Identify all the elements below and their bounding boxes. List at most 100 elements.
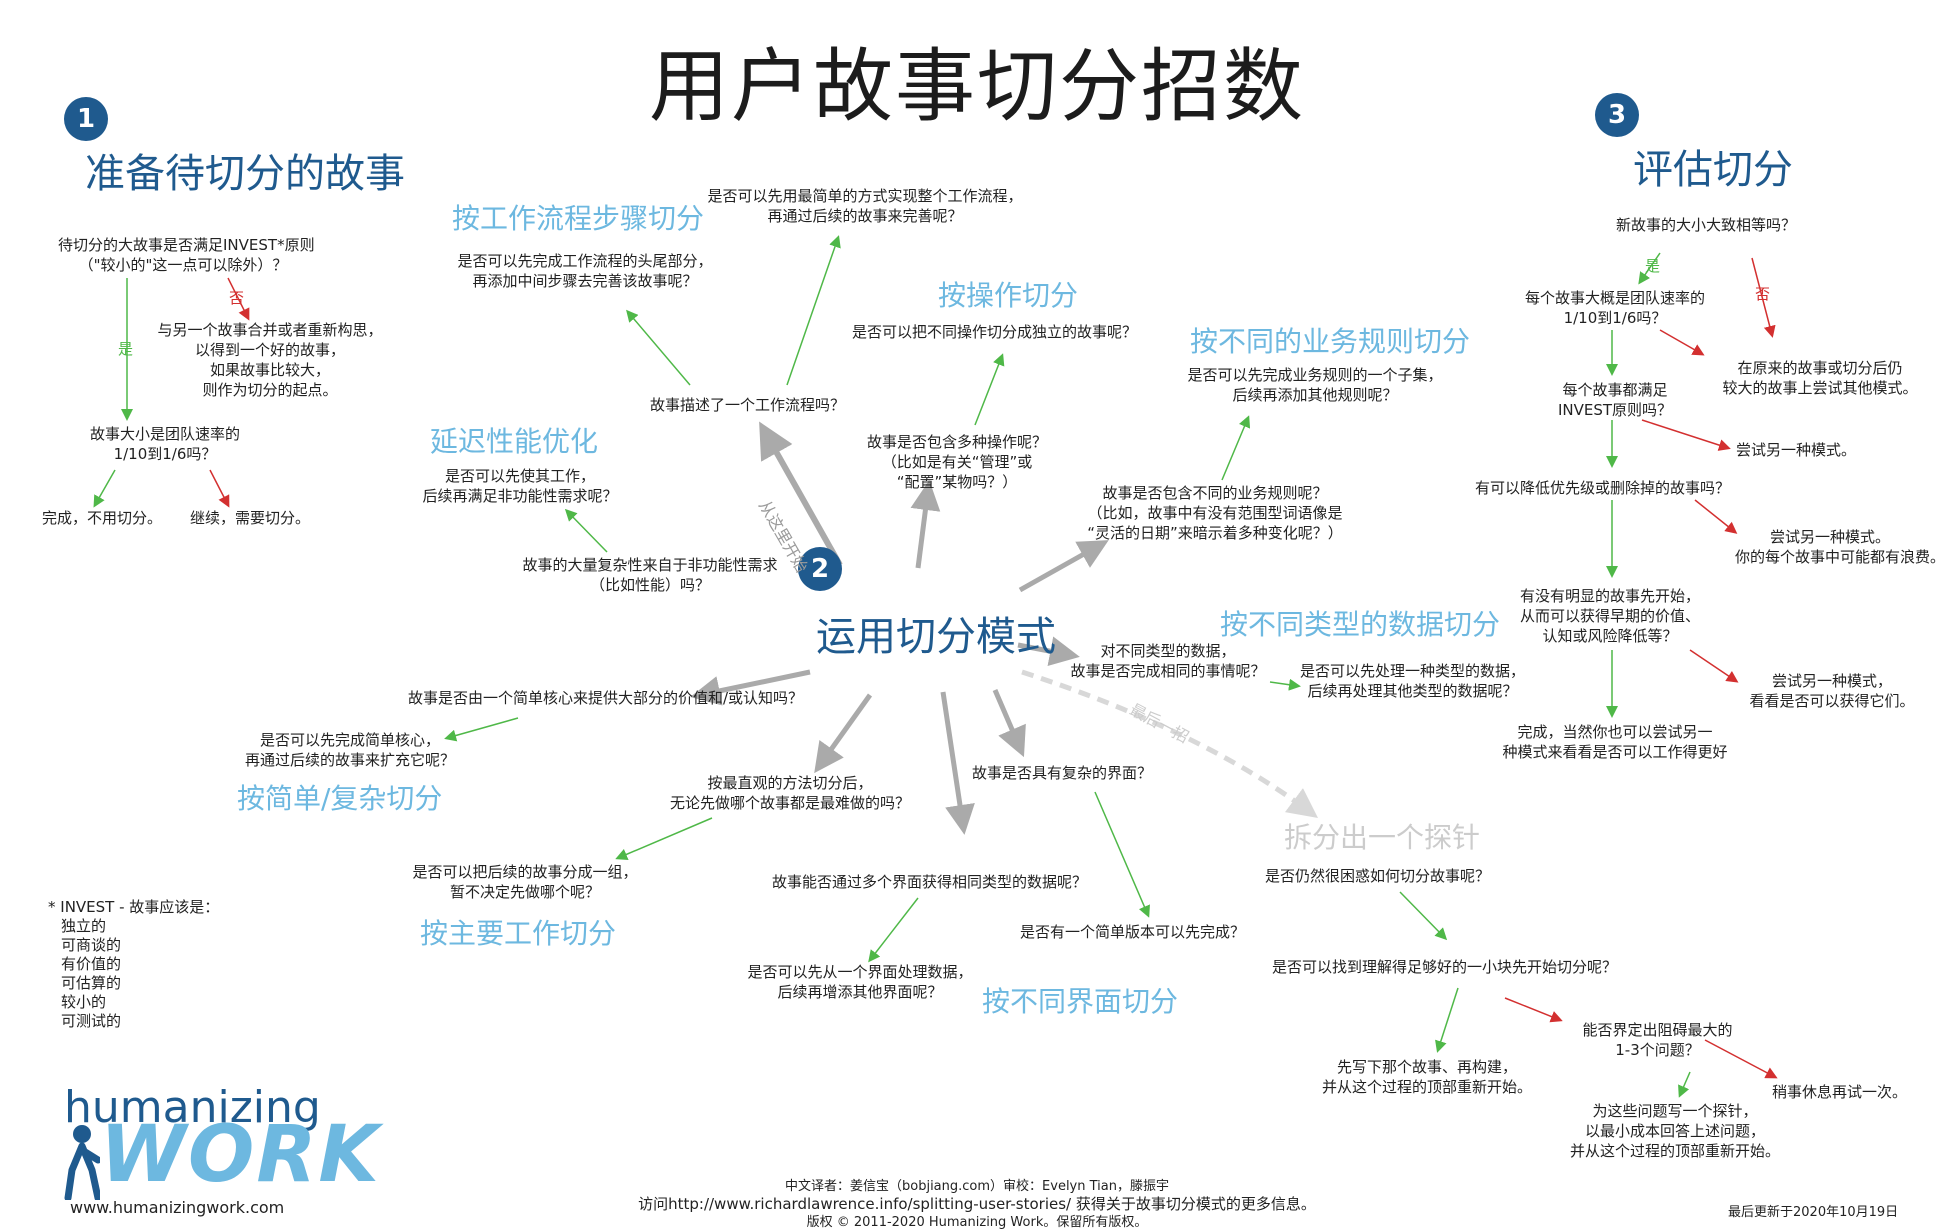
arrow-hub-effort (814, 693, 873, 774)
arrow-eval-q2-no (1659, 329, 1705, 356)
invest-item: 可估算的 (61, 974, 122, 992)
logo-work: WORK (100, 1110, 381, 1200)
pattern-perf-title: 延迟性能优化 (430, 425, 599, 458)
arrow-spike-q1 (1399, 891, 1448, 941)
pattern-operations-title: 按操作切分 (938, 279, 1079, 312)
step-3-badge: 3 (1595, 93, 1639, 137)
data-option: 是否可以先处理一种类型的数据，后续再处理其他类型的数据呢？ (1299, 662, 1525, 700)
arrow-operations-a (974, 353, 1005, 426)
arrow-rules-a (1221, 415, 1251, 481)
footer-visit: 访问http://www.richardlawrence.info/splitt… (638, 1195, 1316, 1213)
arrow-workflow-b (626, 309, 691, 386)
arrow-hub-simple (690, 669, 811, 706)
footer-translator: 中文译者：姜信宝（bobjiang.com）审校：Evelyn Tian，滕振宇 (785, 1179, 1169, 1194)
workflow-option-ends: 是否可以先完成工作流程的头尾部分，再添加中间步骤去完善该故事呢？ (457, 252, 713, 290)
arrow-eval-q5-no (1689, 649, 1739, 683)
arrow-hub-data (1017, 636, 1080, 666)
footer-updated: 最后更新于2020年10月19日 (1728, 1205, 1899, 1220)
rules-trigger: 故事是否包含不同的业务规则呢？（比如，故事中有没有范围型词语像是“灵活的日期”来… (1087, 484, 1343, 542)
operations-trigger: 故事是否包含多种操作呢？（比如是有关“管理”或“配置”某物吗？） (866, 433, 1047, 491)
prep-yes-label: 是 (118, 340, 134, 358)
pattern-effort-title: 按主要工作切分 (420, 917, 617, 950)
prep-merge-advice: 与另一个故事合并或者重新构思，以得到一个好的故事，如果故事比较大，则作为切分的起… (157, 321, 383, 399)
eval-done: 完成，当然你也可以尝试另一种模式来看看是否可以工作得更好 (1502, 723, 1728, 761)
arrow-last-resort (1021, 669, 1319, 818)
section-3-title: 评估切分 (1633, 147, 1793, 193)
eval-no-label: 否 (1755, 285, 1771, 303)
step-2-badge: 2 (798, 547, 842, 591)
invest-item: 有价值的 (61, 955, 122, 973)
workflow-trigger: 故事描述了一个工作流程吗？ (650, 396, 846, 414)
eval-question-early-value: 有没有明显的故事先开始，从而可以获得早期的价值、认知或风险降低等？ (1519, 587, 1700, 645)
arrow-spike-q3-yes (1678, 1071, 1691, 1098)
arrow-done (93, 469, 116, 508)
arrow-continue (209, 469, 230, 508)
arrow-hub-interface1 (940, 691, 975, 835)
invest-item: 可测试的 (61, 1012, 122, 1030)
arrow-spike-no (1504, 997, 1563, 1023)
arrow-interface1-a (868, 897, 919, 963)
pattern-data-title: 按不同类型的数据切分 (1220, 608, 1501, 641)
spike-option-build: 先写下那个故事、再构建，并从这个过程的顶部重新开始。 (1322, 1058, 1533, 1096)
workflow-option-simple: 是否可以先用最简单的方式实现整个工作流程，再通过后续的故事来完善呢？ (707, 187, 1023, 225)
arrow-perf-a (564, 508, 608, 553)
pattern-workflow-title: 按工作流程步骤切分 (452, 202, 705, 235)
arrow-start-here (759, 421, 843, 567)
arrow-spike-q3-no (1704, 1039, 1778, 1079)
interface-trigger-complex: 故事是否具有复杂的界面？ (972, 764, 1153, 782)
arrow-eval-q3-no (1641, 419, 1731, 451)
effort-option: 是否可以把后续的故事分成一组，暂不决定先做哪个呢？ (412, 863, 638, 901)
section-2-title: 运用切分模式 (816, 614, 1056, 660)
arrow-no-merge (227, 277, 250, 321)
prep-question-invest: 待切分的大故事是否满足INVEST*原则（"较小的"这一点可以除外）？ (58, 236, 315, 274)
spike-option-write-spike: 为这些问题写一个探针，以最小成本回答上述问题，并从这个过程的顶部重新开始。 (1569, 1102, 1780, 1160)
arrow-eval-yes (1638, 252, 1661, 285)
arrow-simple-a (444, 717, 519, 742)
interface-option-one: 是否可以先从一个界面处理数据，后续再增添其他界面呢？ (747, 963, 973, 1001)
pattern-spike-title: 拆分出一个探针 (1284, 821, 1481, 854)
person-icon (64, 1122, 102, 1202)
invest-heading: * INVEST - 故事应该是： (48, 898, 220, 916)
eval-result-waste: 尝试另一种模式。你的每个故事中可能都有浪费。 (1735, 528, 1946, 566)
arrow-interface2-a (1094, 791, 1150, 918)
invest-item: 较小的 (61, 993, 107, 1011)
arrow-effort-a (615, 817, 713, 860)
footer-copyright: 版权 © 2011-2020 Humanizing Work。保留所有版权。 (806, 1215, 1148, 1230)
section-1-title: 准备待切分的故事 (85, 151, 405, 197)
prep-no-label: 否 (229, 289, 245, 307)
step-1-badge: 1 (64, 97, 108, 141)
interface-option-simple: 是否有一个简单版本可以先完成？ (1020, 923, 1246, 941)
arrow-data-a (1269, 678, 1301, 691)
eval-result-other-pattern: 在原来的故事或切分后仍较大的故事上尝试其他模式。 (1722, 359, 1918, 397)
arrow-hub-interface2 (992, 689, 1026, 758)
perf-trigger: 故事的大量复杂性来自于非功能性需求（比如性能）吗？ (522, 556, 778, 594)
simple-option: 是否可以先完成简单核心，再通过后续的故事来扩充它呢？ (244, 731, 455, 769)
prep-continue: 继续，需要切分。 (190, 509, 311, 527)
arrow-hub-rules (1018, 540, 1109, 593)
logo-url[interactable]: www.humanizingwork.com (70, 1198, 285, 1217)
interface-trigger-multi: 故事能否通过多个界面获得相同类型的数据呢？ (772, 873, 1088, 891)
pattern-simple-title: 按简单/复杂切分 (237, 782, 443, 815)
rules-option: 是否可以先完成业务规则的一个子集，后续再添加其他规则呢？ (1187, 366, 1443, 404)
perf-option: 是否可以先使其工作，后续再满足非功能性需求呢？ (422, 467, 618, 505)
arrow-eval-no (1751, 257, 1776, 338)
eval-question-equal-size: 新故事的大小大致相等吗？ (1616, 216, 1797, 234)
arrow-spike-yes (1435, 987, 1459, 1053)
pattern-rules-title: 按不同的业务规则切分 (1190, 325, 1471, 358)
simple-trigger: 故事是否由一个简单核心来提供大部分的价值和/或认知吗？ (408, 689, 804, 707)
prep-done: 完成，不用切分。 (42, 509, 163, 527)
spike-question-small-piece: 是否可以找到理解得足够好的一小块先开始切分呢？ (1272, 958, 1618, 976)
invest-item: 独立的 (61, 917, 107, 935)
pattern-interface-title: 按不同界面切分 (982, 985, 1179, 1018)
spike-option-rest: 稍事休息再试一次。 (1772, 1083, 1908, 1101)
arrow-workflow-a (786, 235, 841, 386)
eval-question-deprioritize: 有可以降低优先级或删除掉的故事吗？ (1475, 479, 1731, 497)
page-title: 用户故事切分招数 (649, 40, 1305, 133)
eval-yes-label: 是 (1645, 257, 1661, 275)
invest-legend: * INVEST - 故事应该是： 独立的 可商谈的 有价值的 可估算的 较小的… (48, 898, 219, 1031)
